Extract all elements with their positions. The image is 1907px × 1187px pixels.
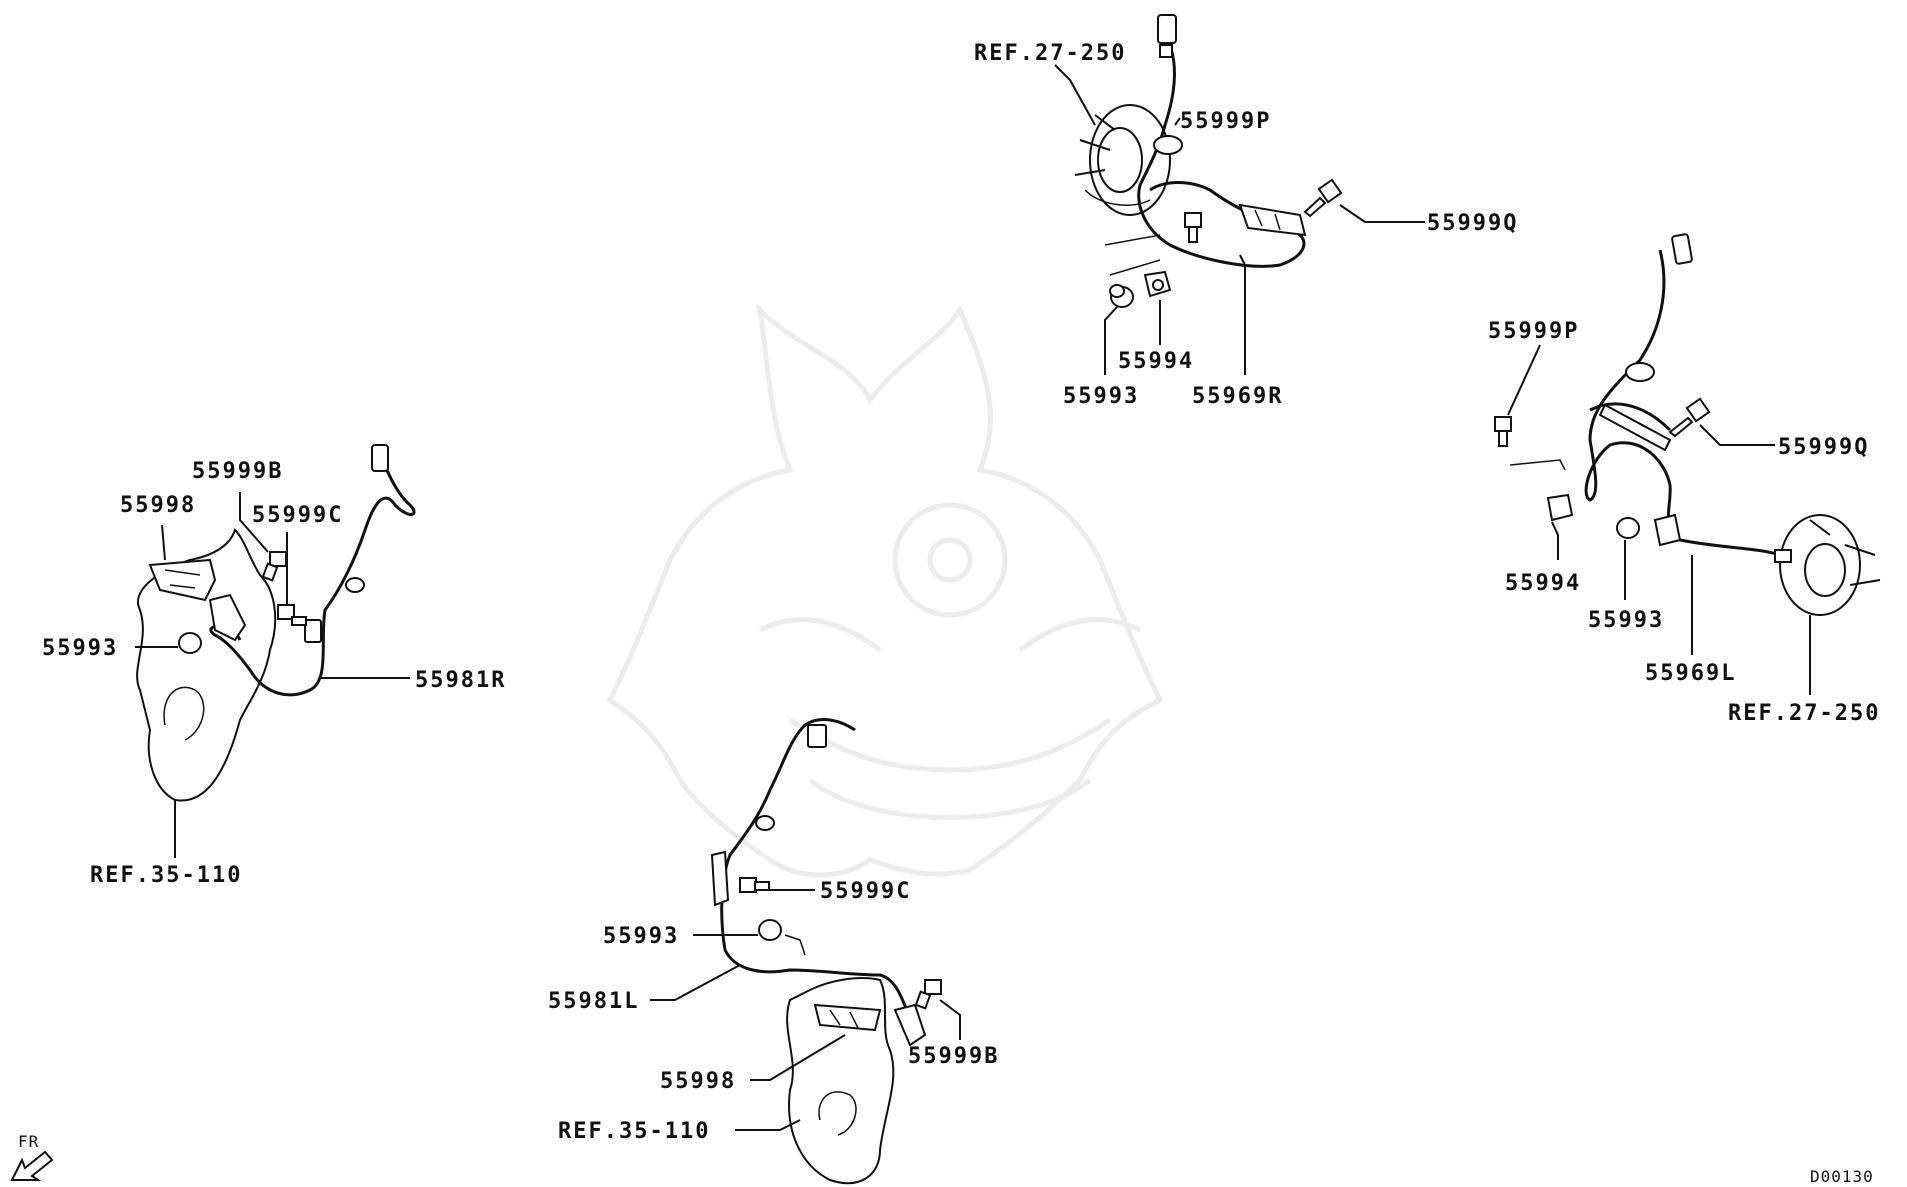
front-direction-indicator: FR: [10, 1132, 54, 1181]
bolt-55999p-right: [1494, 416, 1512, 447]
bracket-55998-left: [148, 558, 217, 602]
label-55994-right: 55994: [1505, 571, 1581, 596]
clip-55993-top: [1109, 284, 1134, 308]
label-55969l: 55969L: [1645, 661, 1736, 686]
assembly-right-left-sensor: [1494, 233, 1881, 695]
label-55993-bottom: 55993: [603, 924, 679, 949]
label-55999q-top: 55999Q: [1427, 211, 1518, 236]
label-55981l: 55981L: [548, 989, 639, 1014]
label-55999p-top: 55999P: [1180, 109, 1271, 134]
clip-55993-right: [1616, 517, 1640, 539]
diagram-code: D00130: [1810, 1167, 1874, 1186]
label-55999b-left: 55999B: [192, 459, 283, 484]
label-ref-27-250-right: REF.27-250: [1728, 701, 1880, 726]
clip-55993-bottom: [758, 919, 782, 941]
knuckle-left: [136, 528, 277, 802]
bracket-55998-bottom: [813, 1003, 882, 1032]
label-ref-35-110-left: REF.35-110: [90, 863, 242, 888]
label-55999b-bottom: 55999B: [908, 1044, 999, 1069]
hub-top: [1074, 104, 1171, 216]
bolt-55999c-bottom: [739, 877, 770, 893]
bolt-55999b-left: [261, 551, 287, 582]
clip-55994-right: [1546, 493, 1574, 522]
label-55998-left: 55998: [120, 493, 196, 518]
label-55993-right: 55993: [1588, 608, 1664, 633]
label-55999p-right: 55999P: [1488, 319, 1579, 344]
label-55993-left: 55993: [42, 636, 118, 661]
fr-label: FR: [18, 1132, 39, 1151]
label-55998-bottom: 55998: [660, 1069, 736, 1094]
label-ref-35-110-bottom: REF.35-110: [558, 1119, 710, 1144]
assembly-top-right-sensor: [1054, 14, 1425, 375]
label-55993-top: 55993: [1063, 384, 1139, 409]
bolt-55999p-top: [1184, 212, 1202, 243]
bolt-55999q-right: [1668, 397, 1711, 438]
watermark-mask: [606, 302, 1164, 878]
assembly-bottom-left-sensor: [650, 718, 961, 1185]
bolt-55999q-top: [1303, 178, 1343, 218]
clip-55993-left: [178, 632, 202, 654]
label-55981r: 55981R: [415, 668, 506, 693]
label-55999q-right: 55999Q: [1778, 435, 1869, 460]
assembly-left-right-sensor: [135, 444, 416, 858]
label-55999c-bottom: 55999C: [820, 879, 911, 904]
label-55999c-left: 55999C: [252, 503, 343, 528]
hub-right: [1774, 514, 1881, 616]
label-ref-27-250-top: REF.27-250: [974, 41, 1126, 66]
label-55994-top: 55994: [1118, 349, 1194, 374]
arrow-icon: [10, 1150, 54, 1181]
clip-55994-top: [1143, 270, 1172, 298]
bolt-55999c-left: [277, 604, 307, 626]
label-55969r: 55969R: [1192, 384, 1283, 409]
bolt-55999b-bottom: [914, 979, 942, 1010]
